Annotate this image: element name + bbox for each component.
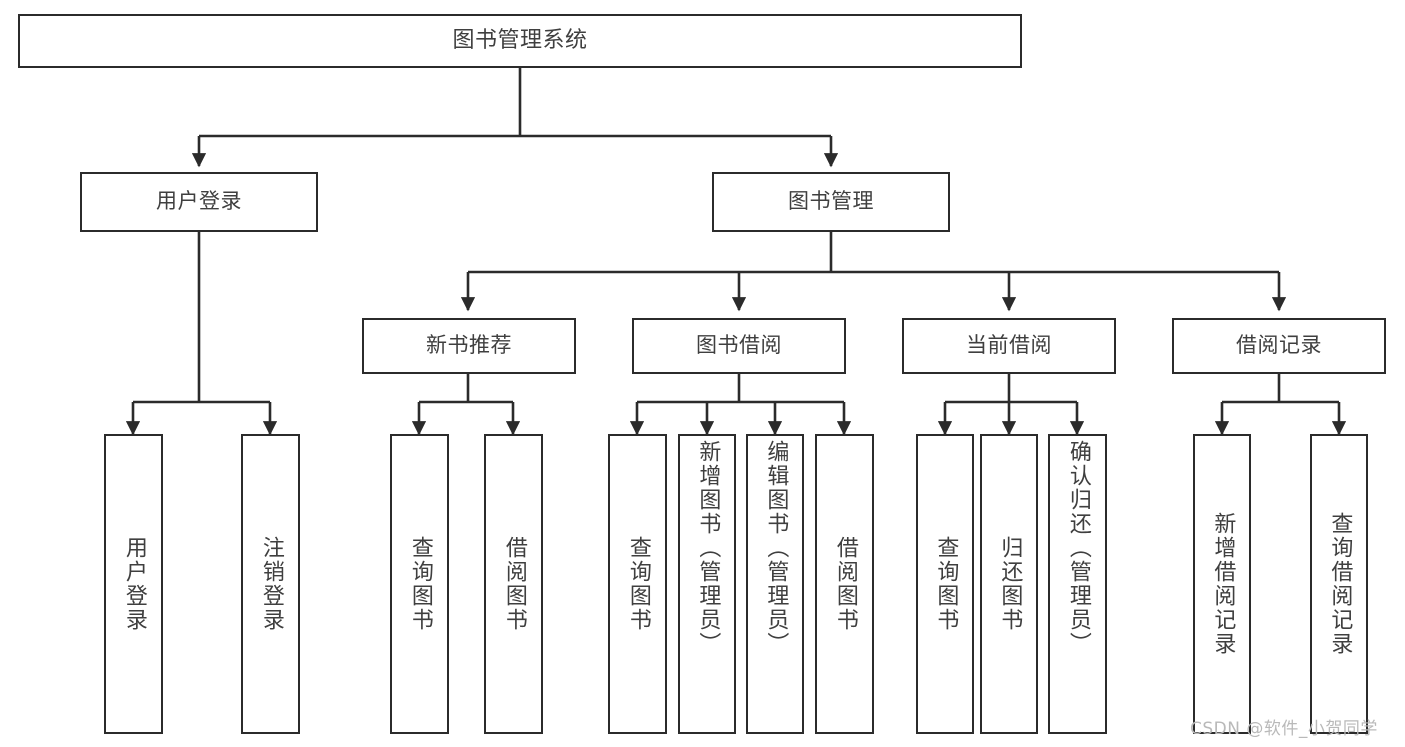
node-label: 借阅记录 (1236, 333, 1322, 358)
leaf-query-borrow-record[interactable]: 查询借阅记录 (1310, 434, 1368, 734)
node-label: 用户登录 (121, 536, 147, 632)
node-label: 查询图书 (625, 536, 651, 632)
leaf-borrow-book-recommend[interactable]: 借阅图书 (484, 434, 543, 734)
leaf-return-book[interactable]: 归还图书 (980, 434, 1038, 734)
leaf-query-book-current[interactable]: 查询图书 (916, 434, 974, 734)
node-user-login[interactable]: 用户登录 (80, 172, 318, 232)
node-label: 新增图书（管理员） (695, 440, 721, 656)
leaf-query-book-borrow[interactable]: 查询图书 (608, 434, 667, 734)
node-label: 图书管理系统 (452, 27, 588, 53)
node-label: 查询图书 (407, 536, 433, 632)
node-label: 查询借阅记录 (1327, 512, 1353, 656)
node-label: 注销登录 (258, 536, 284, 632)
node-label: 确认归还（管理员） (1065, 440, 1091, 656)
node-label: 图书管理 (788, 189, 874, 214)
leaf-borrow-book[interactable]: 借阅图书 (815, 434, 874, 734)
leaf-logout[interactable]: 注销登录 (241, 434, 300, 734)
node-label: 新书推荐 (426, 333, 512, 358)
node-label: 新增借阅记录 (1210, 512, 1236, 656)
leaf-edit-book-admin[interactable]: 编辑图书（管理员） (746, 434, 804, 734)
node-label: 归还图书 (997, 536, 1023, 632)
node-borrow-record[interactable]: 借阅记录 (1172, 318, 1386, 374)
node-label: 借阅图书 (501, 536, 527, 632)
node-label: 用户登录 (156, 189, 242, 214)
leaf-query-book-recommend[interactable]: 查询图书 (390, 434, 449, 734)
node-current-borrow[interactable]: 当前借阅 (902, 318, 1116, 374)
node-label: 借阅图书 (832, 536, 858, 632)
node-label: 当前借阅 (966, 333, 1052, 358)
node-label: 查询图书 (933, 536, 959, 632)
csdn-watermark: CSDN @软件_小贺同学 (1190, 719, 1378, 739)
node-label: 编辑图书（管理员） (763, 440, 789, 656)
leaf-add-book-admin[interactable]: 新增图书（管理员） (678, 434, 736, 734)
leaf-add-borrow-record[interactable]: 新增借阅记录 (1193, 434, 1251, 734)
leaf-confirm-return-admin[interactable]: 确认归还（管理员） (1048, 434, 1107, 734)
node-new-book-recommend[interactable]: 新书推荐 (362, 318, 576, 374)
leaf-user-login[interactable]: 用户登录 (104, 434, 163, 734)
node-book-manage[interactable]: 图书管理 (712, 172, 950, 232)
node-book-borrow[interactable]: 图书借阅 (632, 318, 846, 374)
node-label: 图书借阅 (696, 333, 782, 358)
node-root-system[interactable]: 图书管理系统 (18, 14, 1022, 68)
